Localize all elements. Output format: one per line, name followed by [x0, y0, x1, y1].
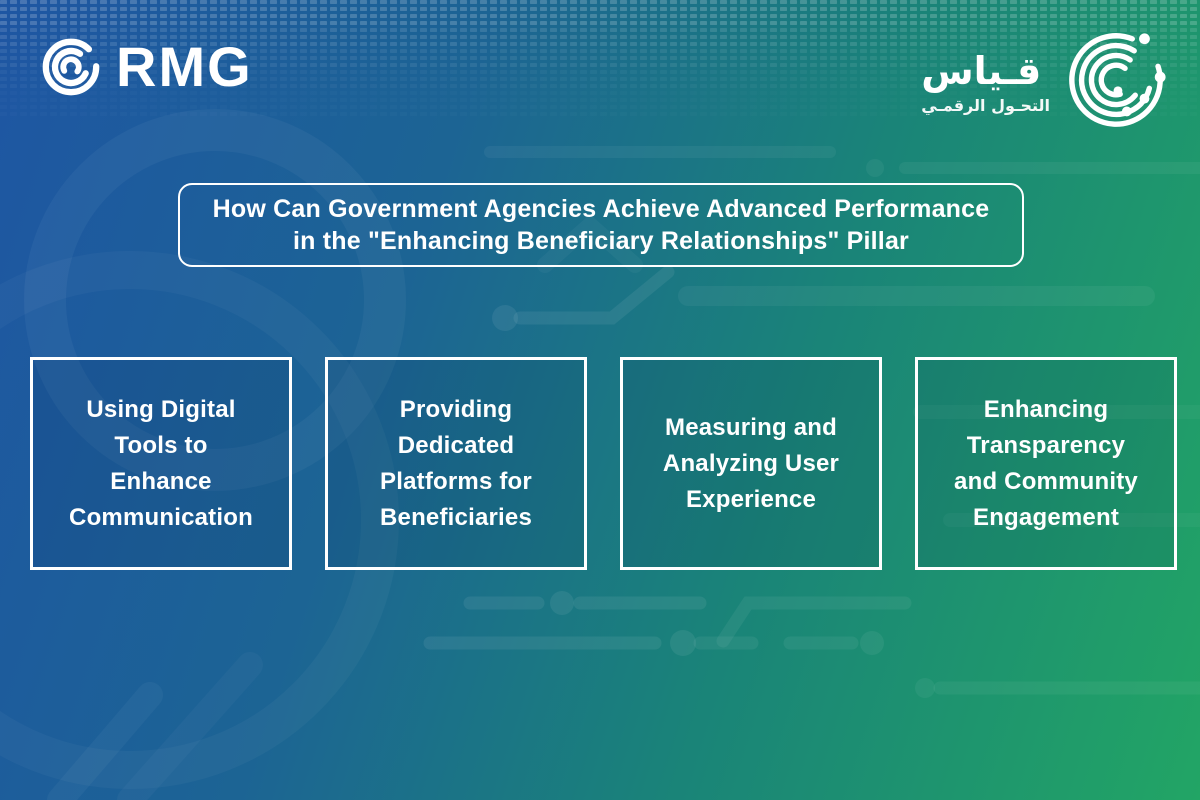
card-label: Providing Dedicated Platforms for Benefi… — [379, 395, 532, 531]
card-user-experience: Measuring and Analyzing User Experience — [620, 357, 882, 570]
card-label: Measuring and Analyzing User Experience — [662, 413, 840, 513]
title-line-2: in the "Enhancing Beneficiary Relationsh… — [293, 227, 909, 255]
dash-grid-pattern — [0, 0, 1200, 119]
rmg-wordmark: RMG — [116, 35, 253, 98]
title-box: How Can Government Agencies Achieve Adva… — [178, 183, 1024, 267]
qiyas-text-block: قـياس التحـول الرقمـي — [921, 48, 1050, 118]
card-dedicated-platforms: Providing Dedicated Platforms for Benefi… — [325, 357, 587, 570]
title-line-1: How Can Government Agencies Achieve Adva… — [212, 195, 990, 223]
rmg-logo: RMG — [40, 36, 253, 98]
qiyas-logo: قـياس التحـول الرقمـي — [921, 26, 1170, 139]
card-label: Enhancing Transparency and Community Eng… — [954, 395, 1138, 531]
rmg-spiral-icon — [40, 36, 102, 98]
card-transparency-engagement: Enhancing Transparency and Community Eng… — [915, 357, 1177, 570]
pillar-cards-row: Using Digital Tools to Enhance Communica… — [30, 357, 1177, 570]
faint-circles — [24, 109, 406, 491]
card-using-digital-tools: Using Digital Tools to Enhance Communica… — [30, 357, 292, 570]
circuit-traces — [47, 146, 1200, 800]
qiyas-wordmark: قـياس — [921, 48, 1042, 93]
qiyas-circuit-rings-icon — [1062, 26, 1170, 139]
card-label: Using Digital Tools to Enhance Communica… — [69, 395, 253, 531]
qiyas-tagline: التحـول الرقمـي — [921, 95, 1050, 115]
